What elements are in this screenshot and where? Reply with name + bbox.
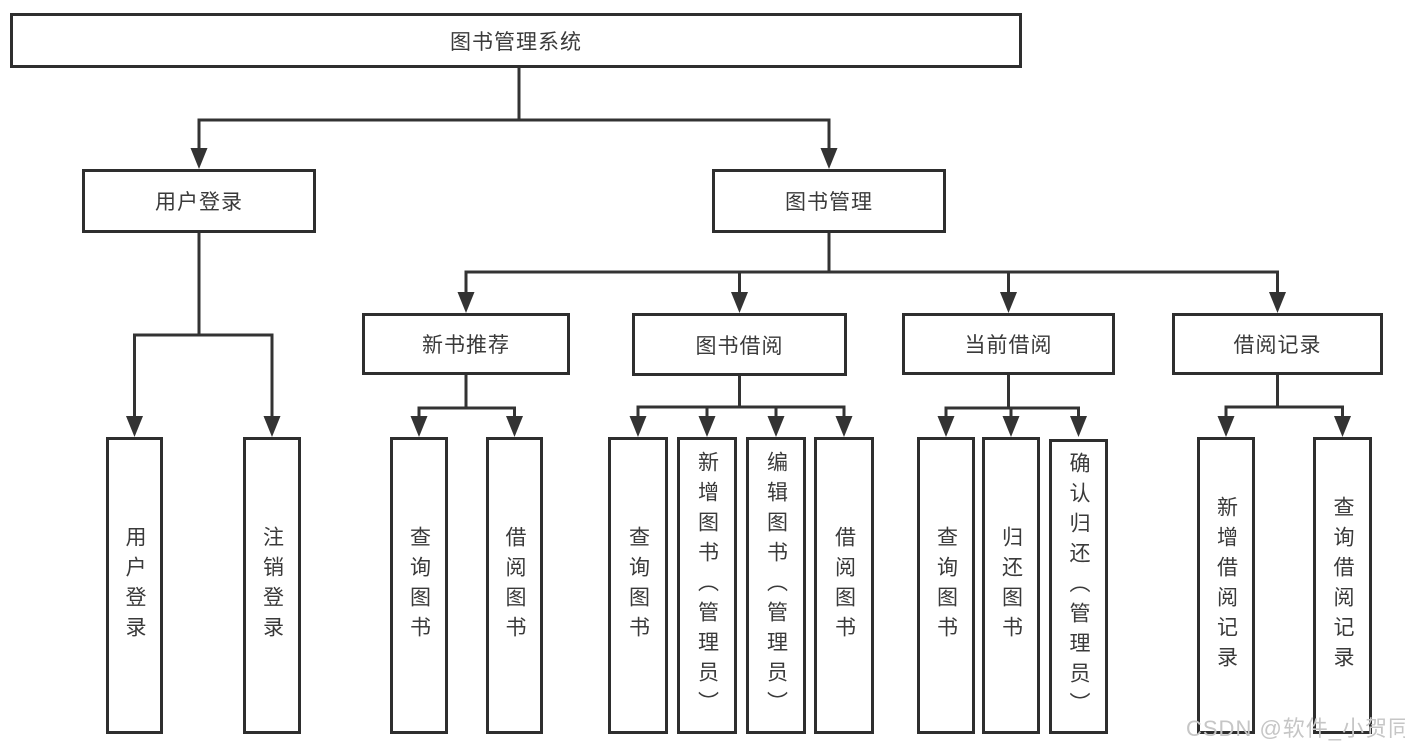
leaf-label: 查询图书: [407, 525, 431, 646]
csdn-watermark: CSDN @软件_小贺同学: [1186, 716, 1405, 741]
leaf-edit-book-admin: 编辑图书（管理员）: [746, 437, 806, 734]
arrowhead-icons: [126, 148, 1351, 437]
leaf-label: 新增借阅记录: [1214, 495, 1238, 676]
leaf-query-books-recommend: 查询图书: [390, 437, 448, 734]
leaf-logout-login: 注销登录: [243, 437, 301, 734]
node-label: 图书管理: [785, 191, 873, 214]
leaf-label: 借阅图书: [832, 525, 856, 646]
leaf-label: 归还图书: [999, 525, 1023, 646]
node-borrow-records: 借阅记录: [1172, 313, 1383, 375]
leaf-return-book: 归还图书: [982, 437, 1040, 734]
leaf-label: 借阅图书: [503, 525, 526, 646]
leaf-confirm-return-admin: 确认归还（管理员）: [1049, 439, 1108, 734]
leaf-label: 用户登录: [123, 525, 146, 646]
leaf-label: 查询图书: [934, 525, 958, 646]
node-label: 当前借阅: [964, 334, 1053, 357]
node-book-borrow: 图书借阅: [632, 313, 847, 376]
leaf-label: 查询借阅记录: [1331, 495, 1354, 676]
node-label: 新书推荐: [422, 334, 510, 357]
node-label: 用户登录: [155, 191, 243, 214]
node-new-book-recommend: 新书推荐: [362, 313, 570, 375]
leaf-query-books-current: 查询图书: [917, 437, 975, 734]
leaf-borrow-books-recommend: 借阅图书: [486, 437, 543, 734]
node-current-borrow: 当前借阅: [902, 313, 1115, 375]
node-label: 图书管理系统: [450, 30, 582, 54]
leaf-query-borrow-record: 查询借阅记录: [1313, 437, 1372, 734]
leaf-add-book-admin: 新增图书（管理员）: [677, 437, 737, 734]
leaf-label: 查询图书: [626, 525, 650, 646]
leaf-label: 编辑图书（管理员）: [764, 450, 788, 721]
leaf-query-books-borrow: 查询图书: [608, 437, 668, 734]
leaf-add-borrow-record: 新增借阅记录: [1197, 437, 1255, 734]
node-library-system: 图书管理系统: [10, 13, 1022, 68]
leaf-label: 注销登录: [260, 525, 284, 646]
node-user-login: 用户登录: [82, 169, 316, 233]
leaf-label: 确认归还（管理员）: [1067, 451, 1090, 722]
node-label: 图书借阅: [695, 334, 784, 358]
leaf-label: 新增图书（管理员）: [695, 450, 719, 721]
leaf-borrow-books: 借阅图书: [814, 437, 874, 734]
node-label: 借阅记录: [1233, 334, 1322, 357]
node-book-management: 图书管理: [712, 169, 946, 233]
leaf-user-login: 用户登录: [106, 437, 163, 734]
